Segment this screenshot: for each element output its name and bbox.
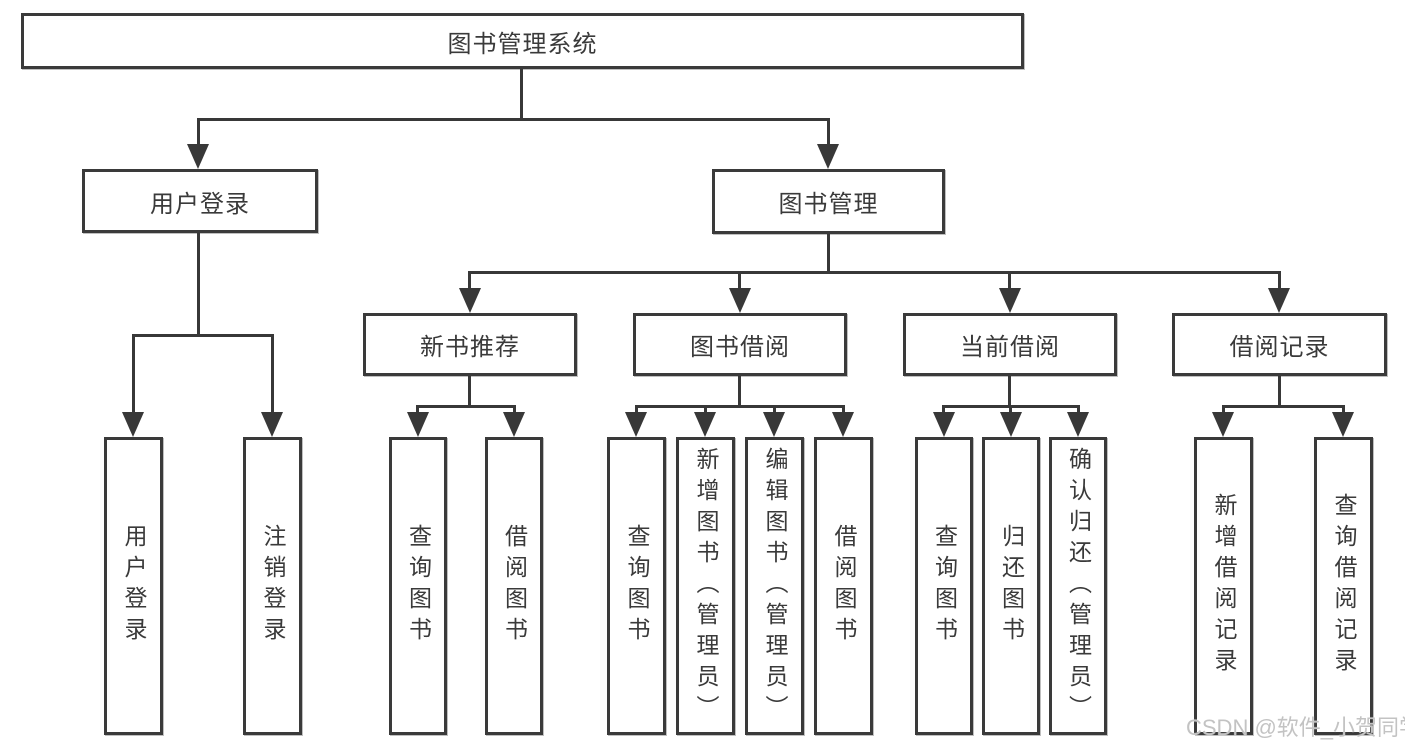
- node-user-login: 用户登录: [82, 169, 318, 233]
- connector-currentborrow-drop: [1008, 271, 1011, 291]
- arrow-currentborrow-leaf2: [1000, 412, 1022, 437]
- leaf-records-add: 新增借阅记录: [1194, 437, 1253, 735]
- connector-level2-bar: [197, 118, 830, 121]
- leaf-bookborrow-borrow-label: 借阅图书: [831, 524, 857, 648]
- node-root: 图书管理系统: [21, 13, 1024, 69]
- arrow-to-book-mgmt: [817, 144, 839, 169]
- node-book-mgmt-label: 图书管理: [778, 191, 879, 218]
- arrow-to-new-books: [459, 288, 481, 313]
- arrow-to-leaf-logout: [261, 412, 283, 437]
- csdn-watermark: CSDN @软件_小贺同学: [1186, 715, 1405, 740]
- arrow-currentborrow-leaf1: [933, 412, 955, 437]
- node-new-books-label: 新书推荐: [420, 334, 520, 361]
- leaf-bookborrow-add-label: 新增图书（管理员）: [693, 446, 719, 726]
- arrow-to-leaf-login: [122, 412, 144, 437]
- connector-records-bar: [1222, 405, 1345, 408]
- leaf-newbooks-borrow: 借阅图书: [485, 437, 543, 735]
- node-book-borrow-label: 图书借阅: [690, 334, 790, 361]
- connector-currentborrow-c2-drop: [1009, 405, 1012, 415]
- connector-bookborrow-c2-drop: [704, 405, 707, 415]
- node-root-label: 图书管理系统: [447, 30, 598, 58]
- connector-userlogin-child2-drop: [271, 334, 274, 414]
- arrow-currentborrow-leaf3: [1067, 412, 1089, 437]
- node-borrow-records: 借阅记录: [1172, 313, 1387, 376]
- connector-bookborrow-c4-drop: [842, 405, 845, 415]
- connector-bookmgmt-drop: [827, 118, 830, 146]
- arrow-bookborrow-leaf2: [694, 412, 716, 437]
- leaf-bookborrow-edit-label: 编辑图书（管理员）: [762, 446, 788, 726]
- leaf-currentborrow-query: 查询图书: [915, 437, 973, 735]
- leaf-user-login: 用户登录: [104, 437, 163, 735]
- arrow-records-leaf2: [1332, 412, 1354, 437]
- node-user-login-label: 用户登录: [150, 190, 250, 218]
- arrow-bookborrow-leaf4: [832, 412, 854, 437]
- leaf-currentborrow-confirm: 确认归还（管理员）: [1049, 437, 1107, 735]
- connector-bookmgmt-stem: [827, 234, 830, 274]
- node-book-borrow: 图书借阅: [633, 313, 847, 376]
- arrow-to-current-borrow: [999, 288, 1021, 313]
- connector-level3-bar: [468, 271, 1281, 274]
- connector-root-stem: [520, 69, 523, 121]
- connector-records-c2-drop: [1342, 405, 1345, 415]
- connector-userlogin-child1-drop: [132, 334, 135, 414]
- leaf-bookborrow-borrow: 借阅图书: [814, 437, 873, 735]
- leaf-currentborrow-return-label: 归还图书: [998, 524, 1025, 648]
- leaf-records-add-label: 新增借阅记录: [1211, 493, 1237, 679]
- connector-currentborrow-c3-drop: [1077, 405, 1080, 415]
- connector-records-drop: [1278, 271, 1281, 291]
- connector-userlogin-drop: [197, 118, 200, 146]
- connector-newbooks-c1-drop: [416, 405, 419, 415]
- connector-userlogin-stem: [197, 233, 200, 337]
- arrow-newbooks-leaf1: [407, 412, 429, 437]
- arrow-newbooks-leaf2: [503, 412, 525, 437]
- node-borrow-records-label: 借阅记录: [1229, 334, 1330, 361]
- leaf-newbooks-query: 查询图书: [389, 437, 447, 735]
- arrow-bookborrow-leaf1: [625, 412, 647, 437]
- leaf-records-query: 查询借阅记录: [1314, 437, 1373, 735]
- arrow-to-book-borrow: [729, 288, 751, 313]
- connector-userlogin-bar: [132, 334, 274, 337]
- leaf-bookborrow-query-label: 查询图书: [624, 524, 650, 648]
- leaf-records-query-label: 查询借阅记录: [1331, 493, 1357, 679]
- node-book-mgmt: 图书管理: [712, 169, 945, 234]
- leaf-logout-label: 注销登录: [260, 524, 286, 648]
- connector-bookborrow-c1-drop: [635, 405, 638, 415]
- leaf-bookborrow-edit: 编辑图书（管理员）: [745, 437, 804, 735]
- leaf-bookborrow-query: 查询图书: [607, 437, 666, 735]
- connector-currentborrow-stem: [1008, 376, 1011, 408]
- leaf-currentborrow-return: 归还图书: [982, 437, 1040, 735]
- node-new-books: 新书推荐: [363, 313, 577, 376]
- connector-bookborrow-bar: [635, 405, 845, 408]
- leaf-logout: 注销登录: [243, 437, 302, 735]
- leaf-user-login-label: 用户登录: [121, 524, 147, 648]
- leaf-newbooks-borrow-label: 借阅图书: [501, 524, 528, 648]
- connector-currentborrow-c1-drop: [942, 405, 945, 415]
- connector-newbooks-bar: [416, 405, 516, 408]
- connector-newbooks-stem: [468, 376, 471, 408]
- connector-records-c1-drop: [1222, 405, 1225, 415]
- leaf-currentborrow-query-label: 查询图书: [931, 524, 958, 648]
- leaf-currentborrow-confirm-label: 确认归还（管理员）: [1065, 446, 1092, 726]
- connector-newbooks-c2-drop: [513, 405, 516, 415]
- leaf-bookborrow-add: 新增图书（管理员）: [676, 437, 735, 735]
- connector-newbooks-drop: [468, 271, 471, 291]
- arrow-to-user-login: [187, 144, 209, 169]
- connector-bookborrow-stem: [738, 376, 741, 408]
- connector-bookborrow-drop: [738, 271, 741, 291]
- node-current-borrow: 当前借阅: [903, 313, 1117, 376]
- leaf-newbooks-query-label: 查询图书: [405, 524, 432, 648]
- node-current-borrow-label: 当前借阅: [960, 334, 1060, 361]
- arrow-records-leaf1: [1212, 412, 1234, 437]
- arrow-to-borrow-records: [1268, 288, 1290, 313]
- connector-bookborrow-c3-drop: [773, 405, 776, 415]
- connector-records-stem: [1278, 376, 1281, 408]
- arrow-bookborrow-leaf3: [763, 412, 785, 437]
